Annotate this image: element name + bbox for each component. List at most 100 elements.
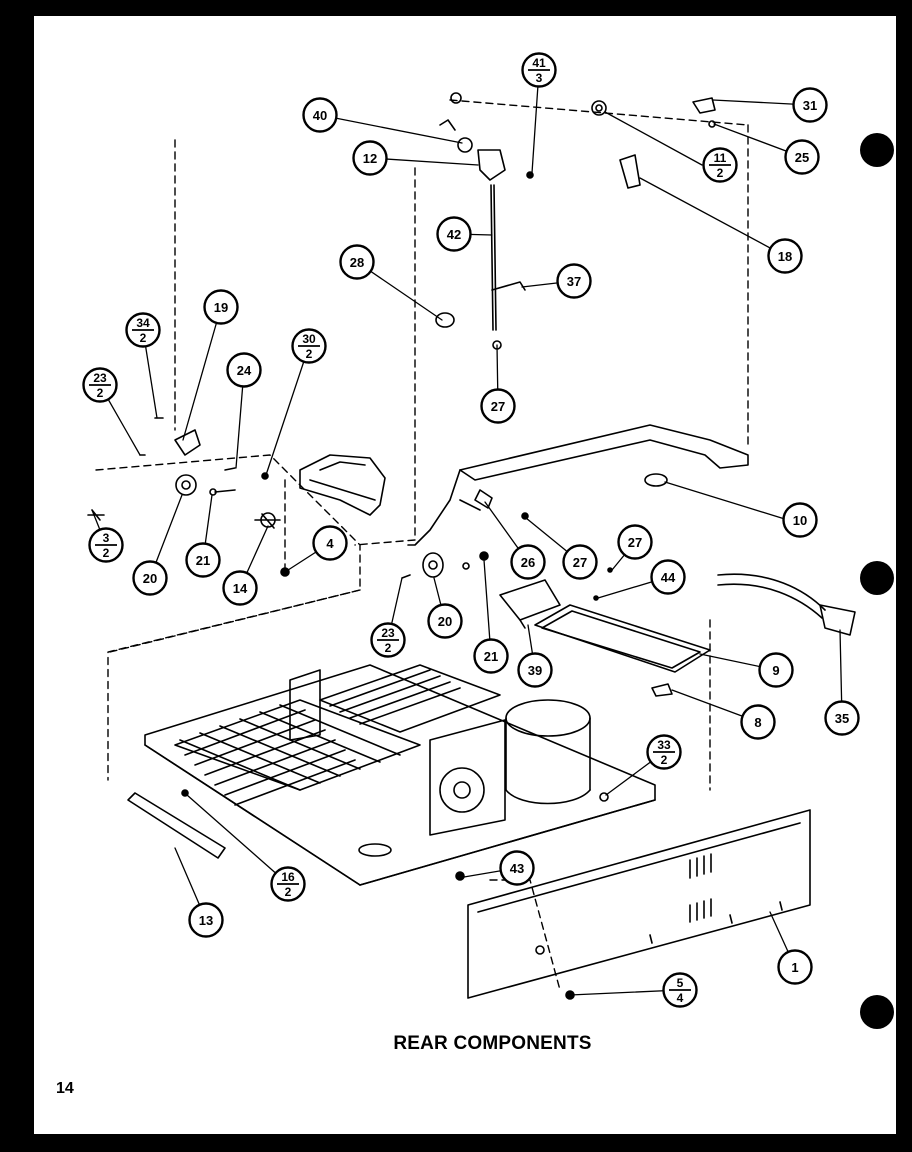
- front-bracket: [127, 789, 226, 859]
- callout-number: 2: [140, 331, 147, 345]
- callout-number: 41: [532, 56, 546, 70]
- callout-circle: [427, 603, 463, 639]
- callout-number: 31: [803, 98, 817, 113]
- callout-number: 18: [778, 249, 792, 264]
- callout-number: 40: [313, 108, 327, 123]
- callout-number: 21: [484, 649, 498, 664]
- callout-circle: [473, 638, 509, 674]
- callout-number: 26: [521, 555, 535, 570]
- callout-labels: 1324548910112121314162181920202121232232…: [82, 52, 860, 1008]
- callout-number: 3: [103, 531, 110, 545]
- callout-circle: [777, 949, 813, 985]
- callout-number: 2: [103, 546, 110, 560]
- callout-number: 10: [793, 513, 807, 528]
- callout-c9: 9: [758, 652, 794, 688]
- callout-c33: 332: [646, 734, 682, 770]
- callout-c43: 43: [499, 850, 535, 886]
- callout-number: 5: [677, 976, 684, 990]
- callout-circle: [782, 502, 818, 538]
- callout-number: 12: [363, 151, 377, 166]
- callout-c5: 54: [662, 972, 698, 1008]
- power-cord: [717, 573, 856, 636]
- callout-c1: 1: [777, 949, 813, 985]
- callout-circle: [302, 97, 338, 133]
- callout-number: 4: [677, 991, 684, 1005]
- callout-c11: 112: [702, 147, 738, 183]
- callout-number: 3: [536, 71, 543, 85]
- callout-number: 30: [302, 332, 316, 346]
- callout-c27b: 27: [617, 524, 653, 560]
- callout-circle: [339, 244, 375, 280]
- callout-number: 39: [528, 663, 542, 678]
- callout-c44: 44: [650, 559, 686, 595]
- callout-circle: [185, 542, 221, 578]
- callout-number: 33: [657, 738, 671, 752]
- callout-number: 44: [661, 570, 676, 585]
- callout-number: 1: [791, 960, 798, 975]
- callout-number: 2: [97, 386, 104, 400]
- callout-c21a: 21: [185, 542, 221, 578]
- callout-c21b: 21: [473, 638, 509, 674]
- drain-pan: [499, 567, 711, 697]
- callout-number: 34: [136, 316, 150, 330]
- callout-number: 11: [714, 151, 727, 165]
- callout-circle: [792, 87, 828, 123]
- diagram-title: REAR COMPONENTS: [393, 1033, 592, 1054]
- callout-number: 23: [381, 626, 395, 640]
- callout-circle: [132, 560, 168, 596]
- callout-c37: 37: [556, 263, 592, 299]
- callout-number: 2: [306, 347, 313, 361]
- callout-number: 2: [717, 166, 724, 180]
- callout-c16: 162: [270, 866, 306, 902]
- callout-circle: [767, 238, 803, 274]
- callout-circle: [436, 216, 472, 252]
- callout-circle: [617, 524, 653, 560]
- callout-c10: 10: [782, 502, 818, 538]
- callout-c34: 342: [125, 312, 161, 348]
- thermostat-bracket: [299, 454, 386, 516]
- callout-circle: [510, 544, 546, 580]
- callout-c30: 302: [291, 328, 327, 364]
- callout-c26: 26: [510, 544, 546, 580]
- callout-number: 43: [510, 861, 524, 876]
- callout-circle: [784, 139, 820, 175]
- callout-c18: 18: [767, 238, 803, 274]
- callout-c24: 24: [226, 352, 262, 388]
- callout-c27a: 27: [562, 544, 598, 580]
- callout-c3: 32: [88, 527, 124, 563]
- callout-number: 20: [438, 614, 452, 629]
- callout-number: 28: [350, 255, 364, 270]
- callout-circle: [824, 700, 860, 736]
- callout-c42: 42: [436, 216, 472, 252]
- callout-circle: [480, 388, 516, 424]
- callout-circle: [758, 652, 794, 688]
- callout-number: 2: [285, 885, 292, 899]
- machine-compartment-base: [144, 664, 656, 886]
- callout-number: 9: [772, 663, 779, 678]
- callout-number: 27: [628, 535, 642, 550]
- callout-circle: [556, 263, 592, 299]
- callout-number: 8: [754, 715, 761, 730]
- callout-circle: [312, 525, 348, 561]
- callout-circle: [226, 352, 262, 388]
- binder-holes: [860, 133, 894, 1029]
- center-small-parts: [401, 512, 529, 579]
- callout-circle: [352, 140, 388, 176]
- callout-c35: 35: [824, 700, 860, 736]
- callout-c25: 25: [784, 139, 820, 175]
- callout-circle: [203, 289, 239, 325]
- callout-c31: 31: [792, 87, 828, 123]
- callout-c14: 14: [222, 570, 258, 606]
- callout-c8: 8: [740, 704, 776, 740]
- callout-number: 19: [214, 300, 228, 315]
- callout-number: 21: [196, 553, 210, 568]
- callout-number: 35: [835, 711, 849, 726]
- page-number: 14: [56, 1080, 74, 1097]
- callout-c40: 40: [302, 97, 338, 133]
- callout-number: 4: [326, 536, 334, 551]
- callout-number: 25: [795, 150, 809, 165]
- callout-c13: 13: [188, 902, 224, 938]
- callout-number: 23: [93, 371, 107, 385]
- callout-circle: [650, 559, 686, 595]
- callout-c41: 413: [521, 52, 557, 88]
